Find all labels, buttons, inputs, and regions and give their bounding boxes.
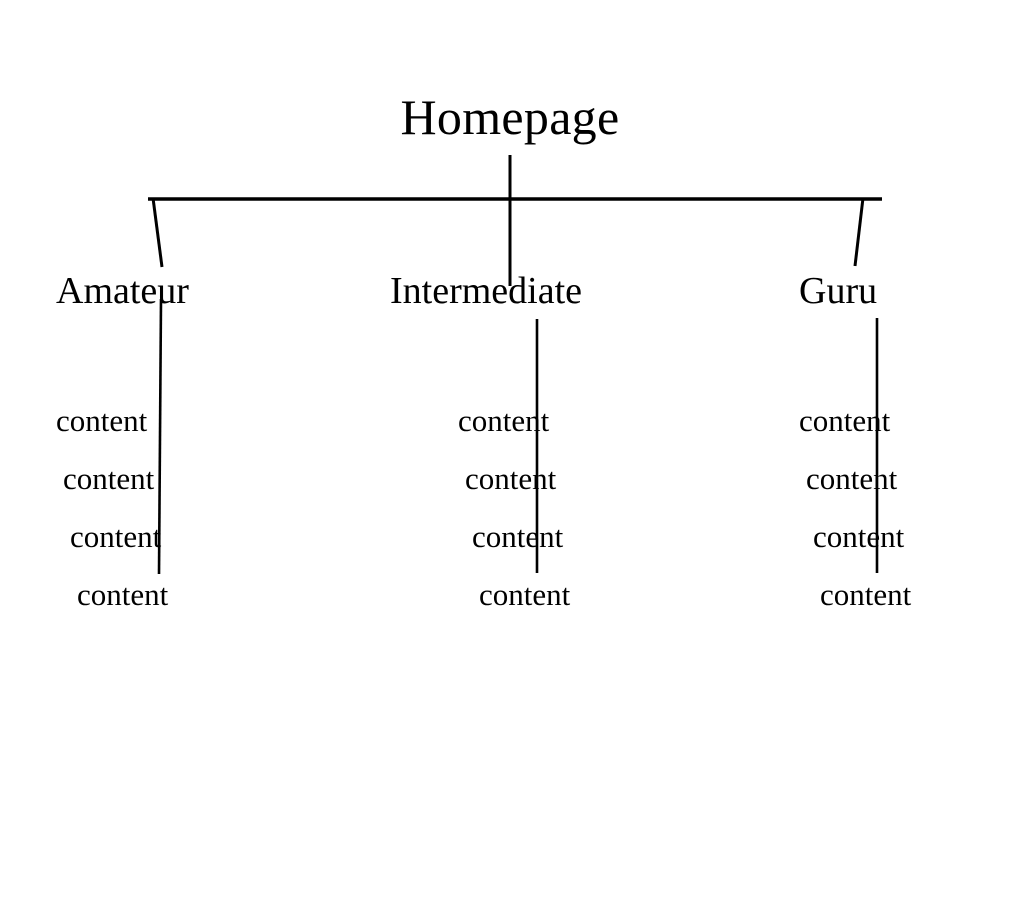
branch-label-amateur: Amateur: [56, 270, 189, 312]
content-item: content: [479, 577, 571, 612]
content-item: content: [63, 461, 155, 496]
content-item: content: [799, 403, 891, 438]
content-item: content: [458, 403, 550, 438]
content-item: content: [820, 577, 912, 612]
root-node-label: Homepage: [400, 89, 620, 145]
content-column-amateur: content content content content: [56, 405, 168, 637]
content-item: content: [806, 461, 898, 496]
content-item: content: [70, 519, 162, 554]
content-item: content: [56, 403, 148, 438]
content-item: content: [813, 519, 905, 554]
branch-label-intermediate: Intermediate: [390, 270, 583, 312]
content-item: content: [77, 577, 169, 612]
content-item: content: [472, 519, 564, 554]
connector-drop-guru: [853, 197, 865, 267]
branch-label-guru: Guru: [799, 270, 878, 312]
content-column-guru: content content content content: [799, 405, 911, 637]
content-item: content: [465, 461, 557, 496]
content-column-intermediate: content content content content: [458, 405, 570, 637]
connector-drop-amateur: [151, 197, 164, 268]
root-node-homepage: Homepage: [0, 92, 1024, 142]
